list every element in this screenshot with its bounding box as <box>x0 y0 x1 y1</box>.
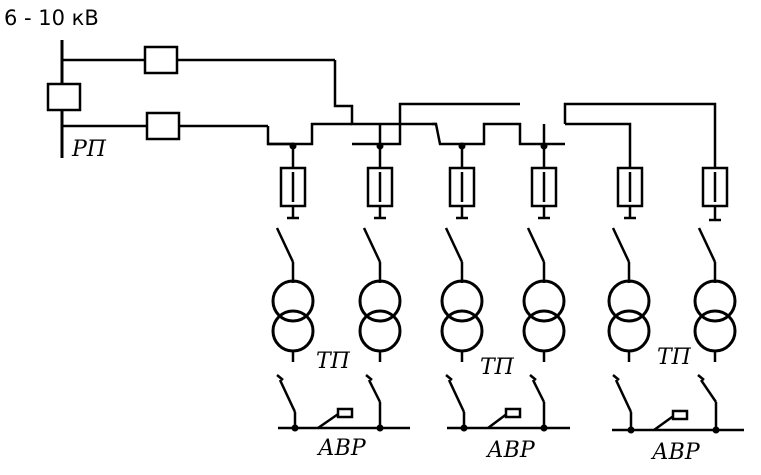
feeder-switch-2 <box>145 111 181 141</box>
tp-label-1: ТП <box>316 349 351 374</box>
avr-section-1 <box>278 407 410 432</box>
tp-unit-5 <box>607 166 651 428</box>
avr-section-3 <box>612 409 744 434</box>
tp-unit-6 <box>693 166 737 430</box>
avr-label-1: АВР <box>316 436 367 461</box>
feeder-switch-1 <box>143 45 179 75</box>
tp-label-3: ТП <box>657 345 692 370</box>
avr-section-2 <box>447 407 570 432</box>
feeder-line-lower <box>266 122 632 172</box>
tp-unit-3 <box>440 142 484 428</box>
tp-unit-1 <box>271 142 315 428</box>
avr-label-3: АВР <box>650 440 701 465</box>
avr-label-2: АВР <box>485 438 536 463</box>
sectional-switch <box>46 82 82 112</box>
tp-unit-2 <box>358 124 402 428</box>
feeder-line-upper <box>333 60 717 172</box>
voltage-label: 6 - 10 кВ <box>4 6 99 30</box>
rp-label: РП <box>71 137 107 162</box>
distribution-point: РП <box>46 40 335 162</box>
tp-label-2: ТП <box>480 355 515 380</box>
tp-unit-4 <box>522 124 566 428</box>
